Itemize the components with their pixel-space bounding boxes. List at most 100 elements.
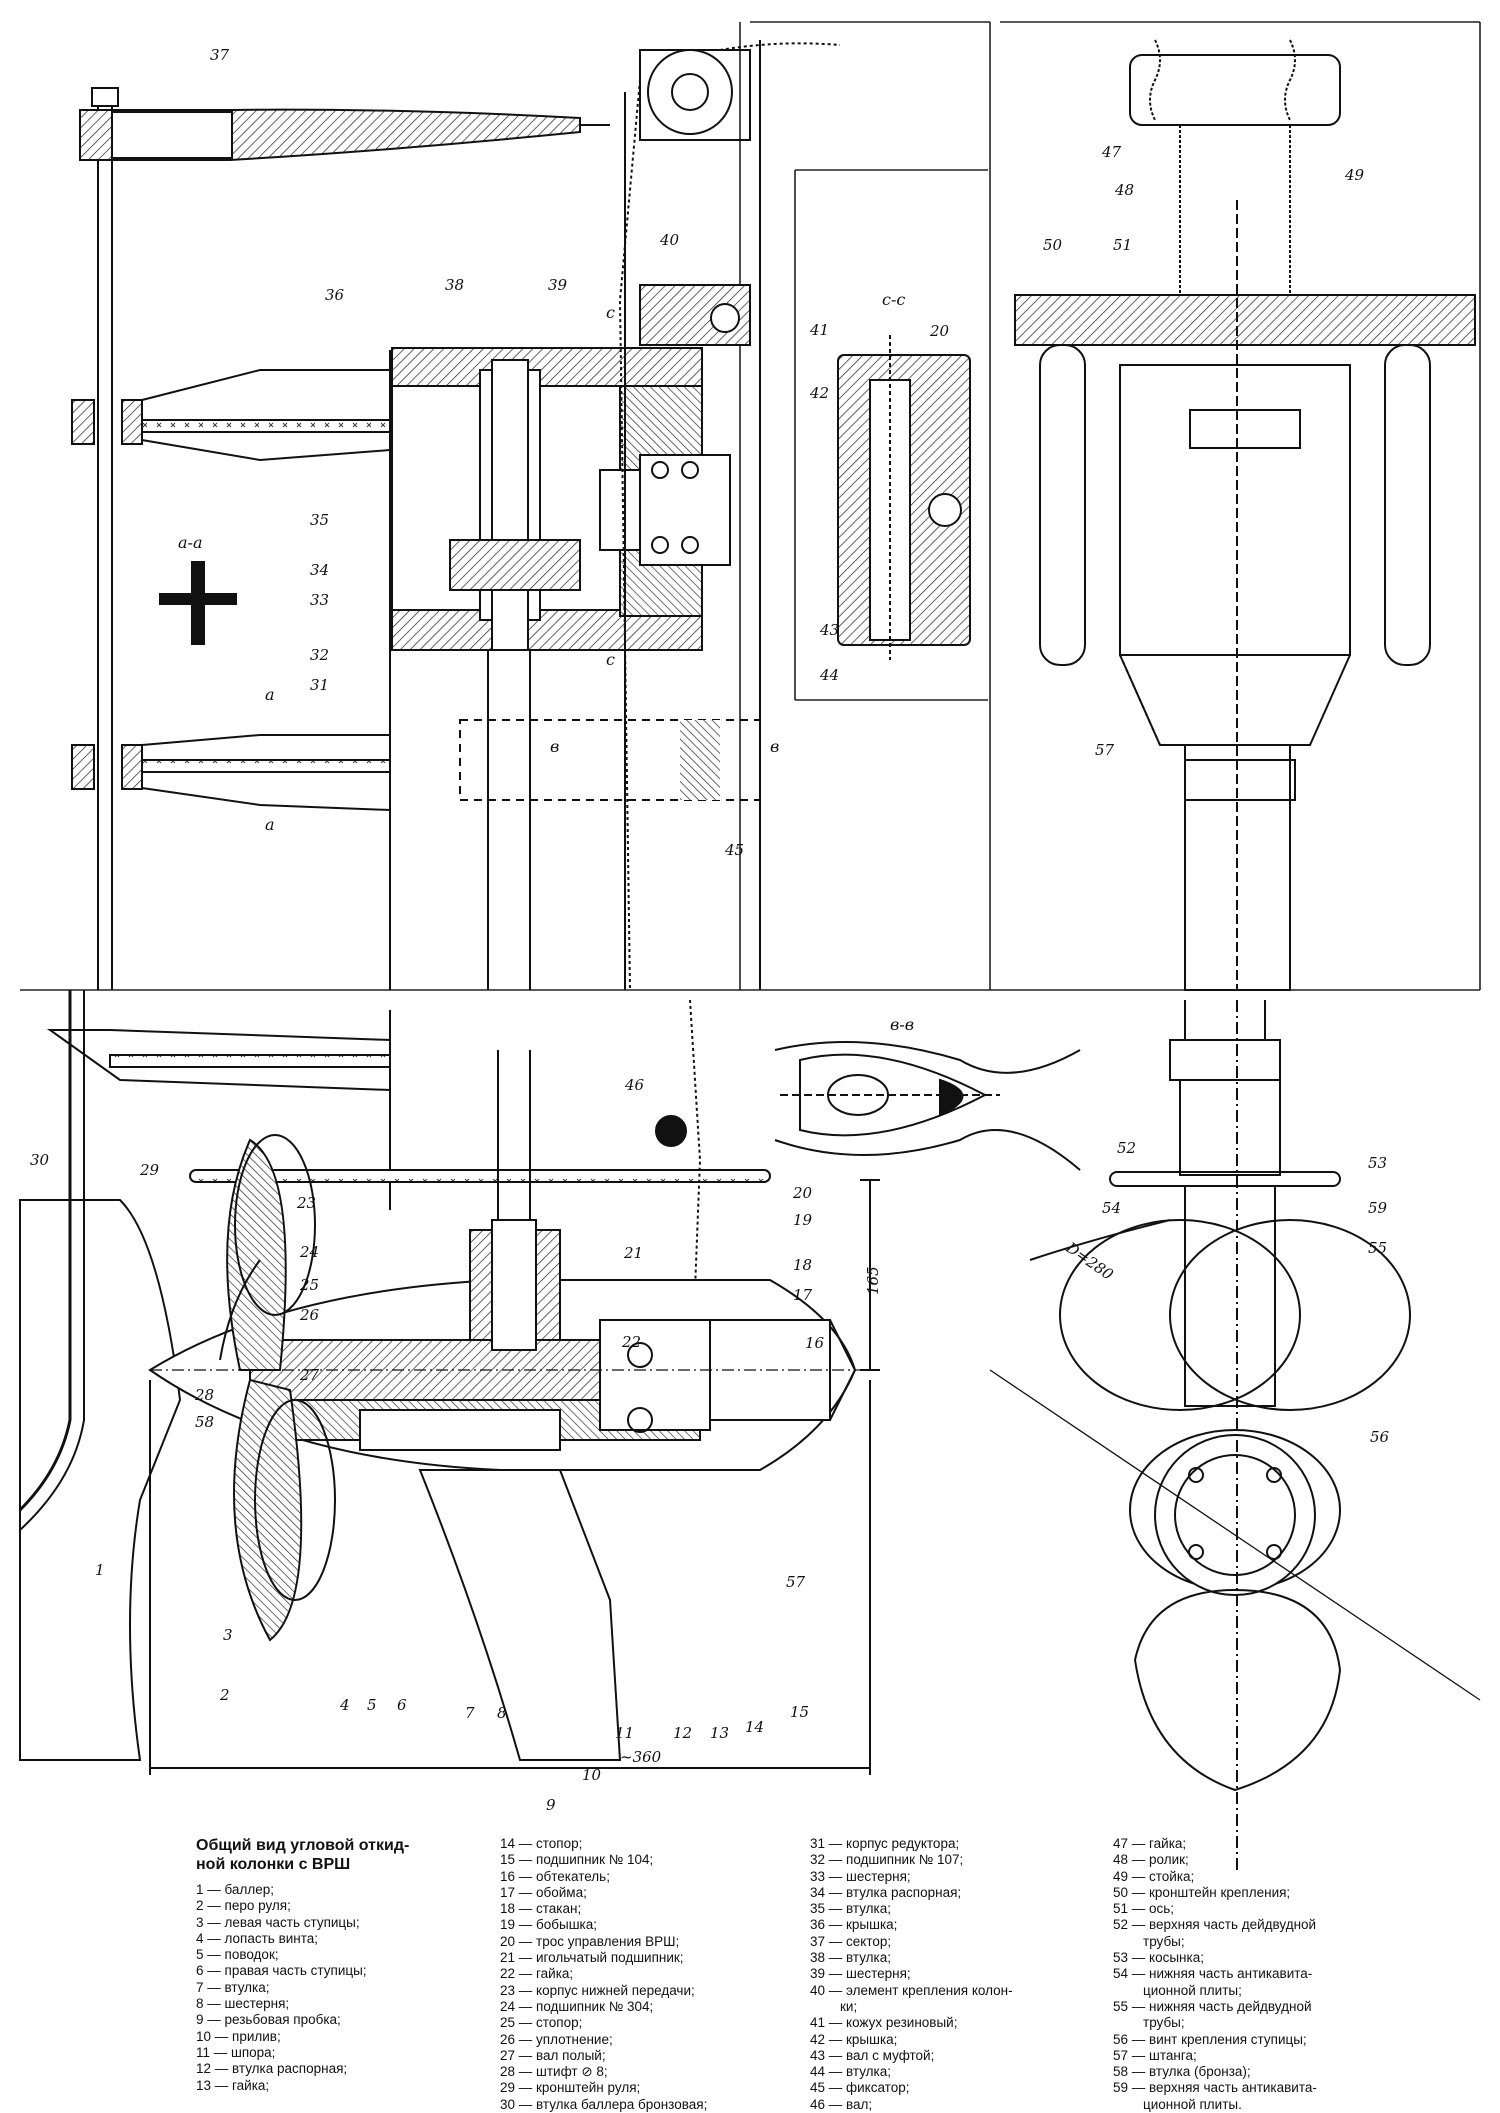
svg-text:34: 34	[310, 561, 329, 579]
svg-text:39: 39	[548, 276, 568, 294]
legend-item: 58 — втулка (бронза);	[1113, 2064, 1251, 2080]
legend-item: 9 — резьбовая пробка;	[196, 2012, 341, 2028]
svg-text:24: 24	[299, 1243, 319, 1261]
legend-item: 44 — втулка;	[810, 2064, 892, 2080]
section-bb-profile	[774, 1041, 1081, 1171]
legend-item: 42 — крышка;	[810, 2031, 898, 2047]
legend-item: 34 — втулка распорная;	[810, 1884, 962, 1900]
svg-text:31: 31	[310, 676, 329, 694]
legend-item: 39 — шестерня;	[810, 1966, 911, 1982]
legend-list-2: 14 — стопор;15 — подшипник № 104;16 — об…	[500, 1836, 800, 2113]
svg-text:10: 10	[582, 1766, 602, 1784]
legend-item: 4 — лопасть винта;	[196, 1930, 319, 1946]
svg-text:55: 55	[1368, 1239, 1387, 1257]
svg-text:17: 17	[793, 1286, 813, 1304]
legend-column-3: 31 — корпус редуктора;32 — подшипник № 1…	[810, 1836, 1110, 2113]
svg-text:16: 16	[805, 1334, 825, 1352]
svg-text:45: 45	[724, 841, 744, 859]
legend-item: 1 — баллер;	[196, 1882, 274, 1897]
legend-item: 45 — фиксатор;	[810, 2080, 910, 2096]
legend-item: 10 — прилив;	[196, 2028, 281, 2044]
legend-item: 18 — стакан;	[500, 1901, 582, 1917]
svg-text:30: 30	[30, 1151, 50, 1169]
lower-assembly	[18, 990, 880, 1775]
svg-text:1: 1	[95, 1561, 105, 1579]
svg-text:18: 18	[793, 1256, 812, 1274]
legend-item: 5 — поводок;	[196, 1947, 279, 1963]
legend-item: 24 — подшипник № 304;	[500, 1998, 654, 2014]
svg-text:в-в: в-в	[890, 1015, 914, 1034]
legend-item: 2 — перо руля;	[196, 1898, 291, 1914]
legend-item: 27 — вал полый;	[500, 2047, 606, 2063]
svg-text:11: 11	[615, 1724, 634, 1742]
svg-text:19: 19	[793, 1211, 813, 1229]
legend-item: 19 — бобышка;	[500, 1917, 597, 1933]
legend-item: 8 — шестерня;	[196, 1996, 290, 2012]
legend-item: 22 — гайка;	[500, 1966, 574, 1982]
legend-item: 17 — обойма;	[500, 1884, 587, 1900]
svg-text:26: 26	[299, 1306, 320, 1324]
svg-text:48: 48	[1114, 181, 1134, 199]
frame-lines	[20, 21, 1481, 991]
legend-item: 31 — корпус редуктора;	[810, 1836, 960, 1851]
svg-text:29: 29	[139, 1161, 160, 1179]
legend-item: 43 — вал с муфтой;	[810, 2047, 935, 2063]
svg-text:3: 3	[223, 1626, 233, 1644]
svg-text:37: 37	[210, 46, 230, 64]
svg-text:2: 2	[219, 1686, 230, 1704]
svg-text:8: 8	[497, 1704, 507, 1722]
legend-item: 50 — кронштейн крепления;	[1113, 1884, 1291, 1900]
svg-text:20: 20	[792, 1184, 813, 1202]
svg-text:а: а	[265, 685, 275, 704]
legend-item: 41 — кожух резиновый;	[810, 2015, 958, 2031]
legend-item: 14 — стопор;	[500, 1836, 583, 1851]
legend-item: 23 — корпус нижней передачи;	[500, 1982, 695, 1998]
svg-text:27: 27	[299, 1366, 320, 1384]
legend-item: 21 — игольчатый подшипник;	[500, 1950, 684, 1966]
section-aa-icon	[159, 561, 237, 645]
legend-item: 3 — левая часть ступицы;	[196, 1914, 360, 1930]
legend-item: 46 — вал;	[810, 2096, 873, 2112]
svg-text:с: с	[606, 303, 615, 322]
lower-right-view	[989, 1000, 1481, 1870]
svg-text:43: 43	[819, 621, 839, 639]
svg-text:32: 32	[310, 646, 329, 664]
svg-text:38: 38	[445, 276, 464, 294]
legend-item: 47 — гайка;	[1113, 1836, 1187, 1851]
legend-item: 11 — шпора;	[196, 2044, 276, 2060]
drawing-title: Общий вид угловой откид- ной колонки с В…	[196, 1837, 410, 1873]
svg-text:22: 22	[621, 1333, 641, 1351]
svg-text:а-а: а-а	[178, 533, 202, 552]
legend-item: 12 — втулка распорная;	[196, 2061, 348, 2077]
legend-item: 51 — ось;	[1113, 1901, 1175, 1917]
svg-text:51: 51	[1113, 236, 1132, 254]
legend-item: 54 — нижняя часть антикавита- ционной пл…	[1113, 1966, 1313, 1998]
svg-text:41: 41	[809, 321, 829, 339]
legend-column-2: 14 — стопор;15 — подшипник № 104;16 — об…	[500, 1836, 800, 2113]
svg-text:4: 4	[339, 1696, 350, 1714]
legend-item: 29 — кронштейн руля;	[500, 2080, 641, 2096]
svg-text:21: 21	[623, 1244, 643, 1262]
legend-list-1: 1 — баллер;2 — перо руля;3 — левая часть…	[196, 1882, 496, 2094]
legend-item: 7 — втулка;	[196, 1979, 270, 1995]
svg-text:25: 25	[299, 1276, 319, 1294]
svg-text:36: 36	[325, 286, 345, 304]
legend-item: 28 — штифт ⊘ 8;	[500, 2064, 608, 2080]
legend-item: 25 — стопор;	[500, 2015, 583, 2031]
svg-text:в: в	[770, 737, 779, 756]
legend-item: 55 — нижняя часть дейдвудной трубы;	[1113, 1998, 1312, 2031]
svg-text:59: 59	[1368, 1199, 1388, 1217]
svg-text:35: 35	[310, 511, 329, 529]
svg-text:12: 12	[673, 1724, 692, 1742]
svg-text:46: 46	[624, 1076, 645, 1094]
upper-right-view	[1014, 39, 1476, 991]
legend-item: 53 — косынка;	[1113, 1950, 1204, 1966]
section-labels: а-а с-с в-в в в с с а а	[178, 290, 914, 1034]
legend-item: 49 — стойка;	[1113, 1868, 1195, 1884]
svg-text:53: 53	[1368, 1154, 1387, 1172]
svg-text:54: 54	[1102, 1199, 1121, 1217]
svg-text:44: 44	[819, 666, 839, 684]
svg-text:6: 6	[397, 1696, 407, 1714]
svg-text:49: 49	[1344, 166, 1365, 184]
svg-text:33: 33	[310, 591, 329, 609]
